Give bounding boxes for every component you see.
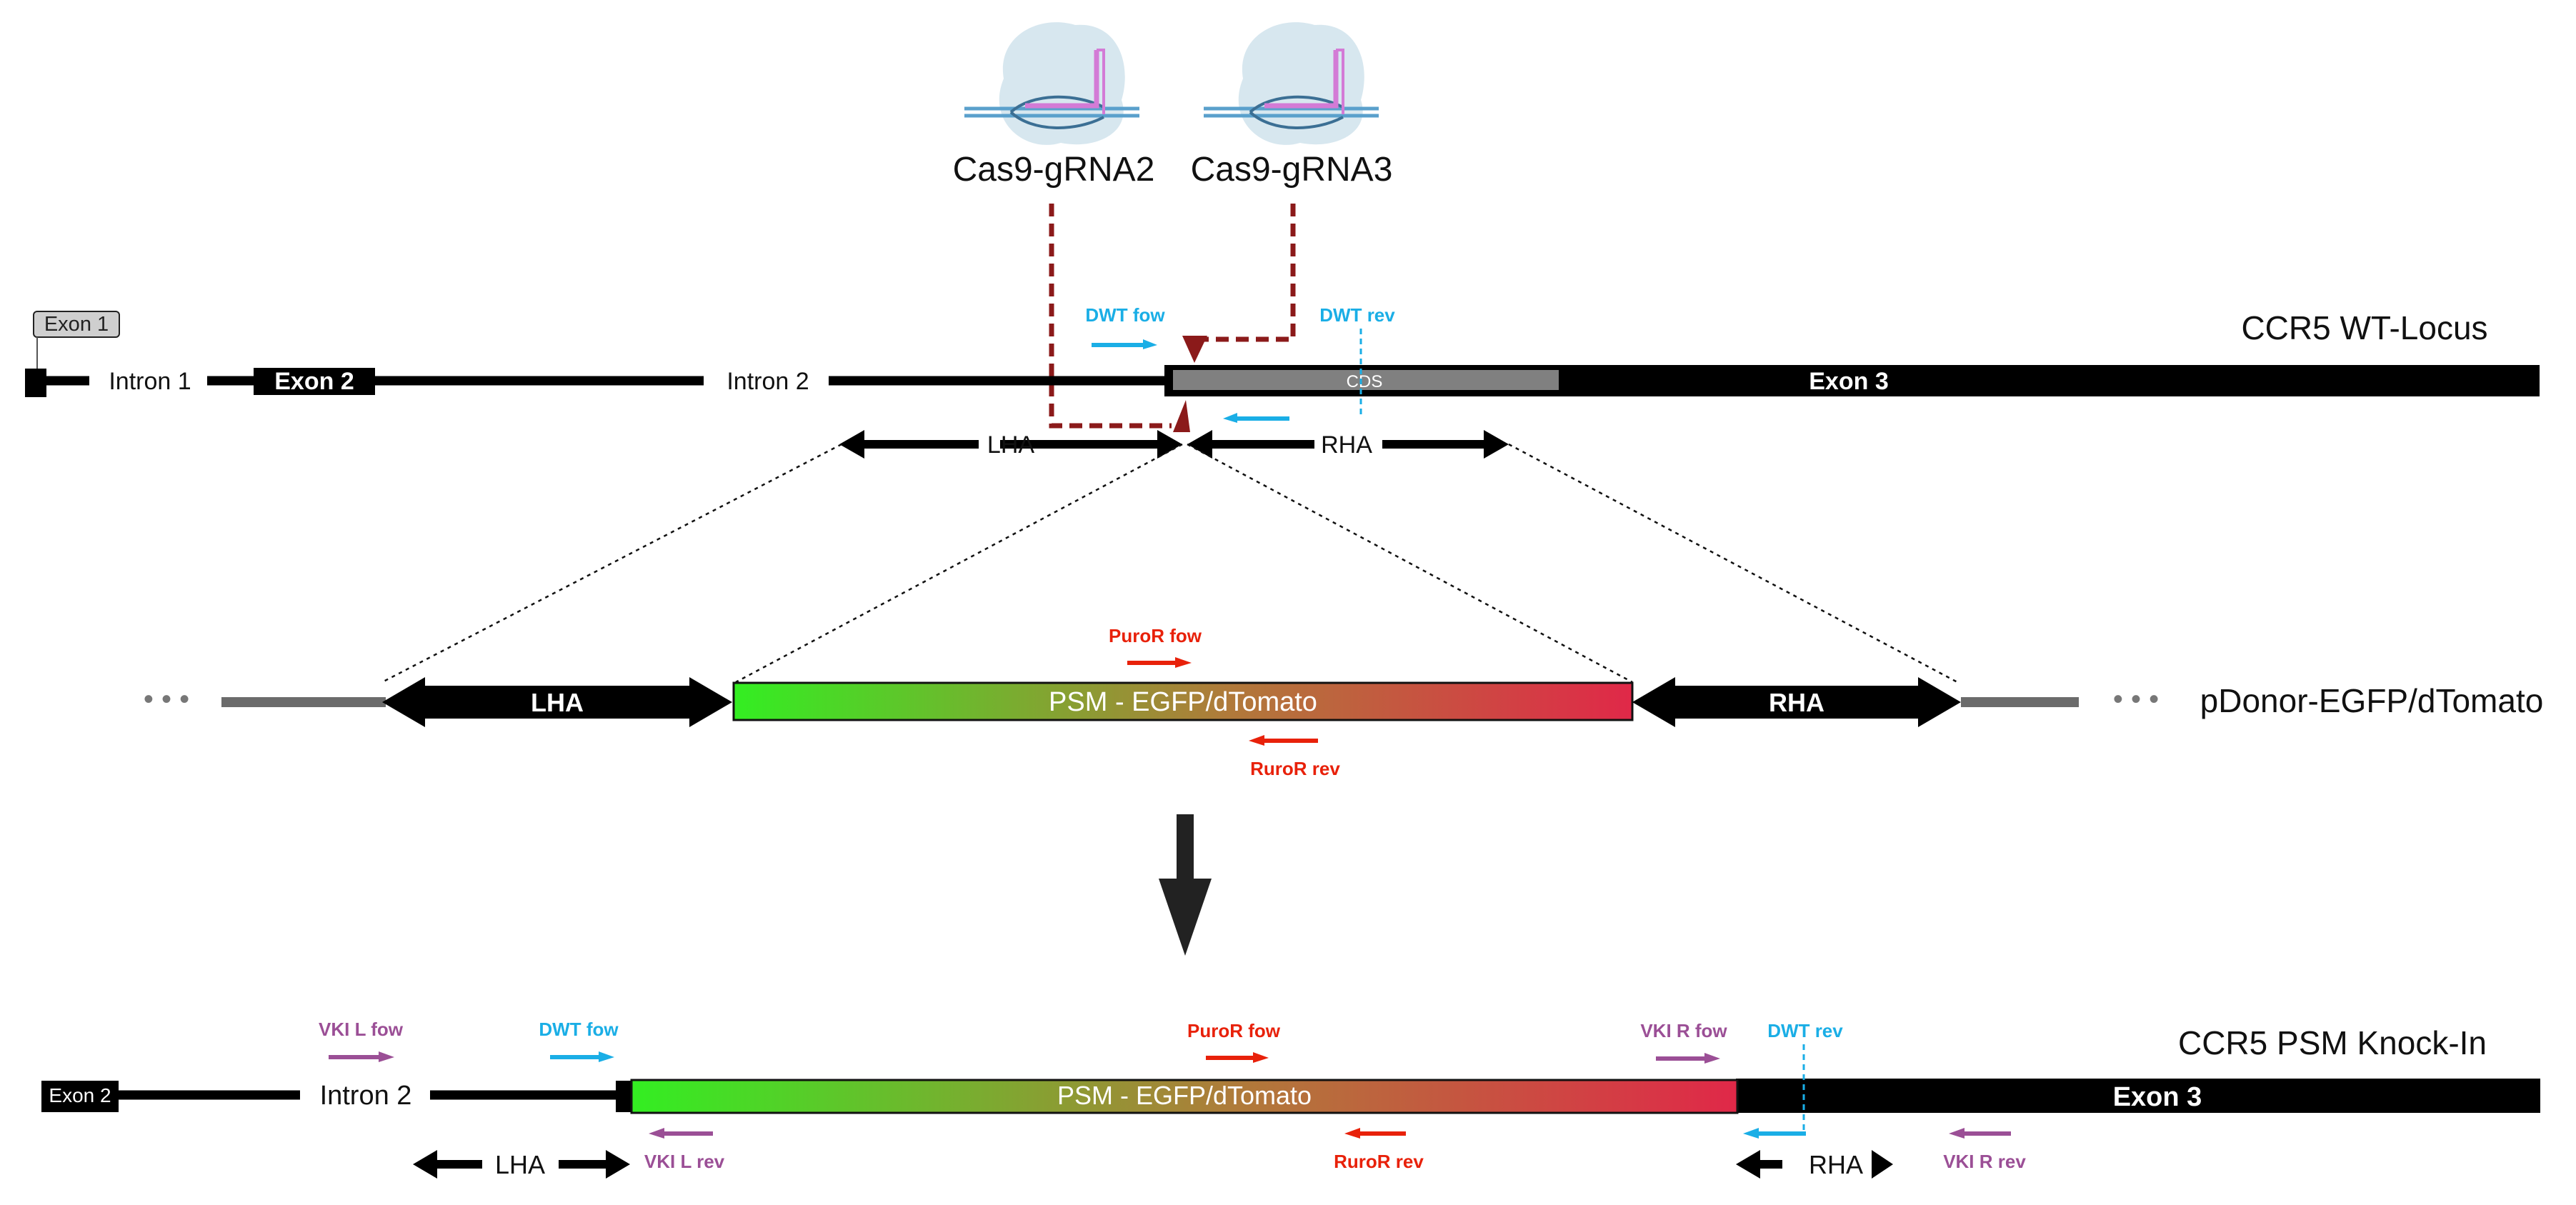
ki-vki-r-fow-arrow-icon <box>1656 1053 1720 1064</box>
cds-label: CDS <box>1347 372 1383 391</box>
cut-marker-bottom-icon <box>1173 400 1190 432</box>
donor-title: pDonor-EGFP/dTomato <box>2200 682 2544 719</box>
svg-text:Exon 1: Exon 1 <box>44 313 109 336</box>
wt-lha-arrow <box>839 430 1182 459</box>
ki-puro-fow-label: PuroR fow <box>1187 1020 1281 1041</box>
ki-dwt-rev-arrow-icon <box>1743 1128 1806 1139</box>
exon1-tag: Exon 1 <box>33 311 120 369</box>
donor-rha-label: RHA <box>1769 688 1824 717</box>
ki-lha-arrow <box>413 1150 630 1179</box>
knockin-exon3-label: Exon 3 <box>2113 1082 2202 1112</box>
wt-lha-label: LHA <box>987 431 1034 459</box>
ki-vki-l-fow-arrow-icon <box>329 1051 394 1062</box>
wt-dwt-fow-arrow-icon <box>1092 339 1157 349</box>
ki-vki-l-rev-arrow-icon <box>649 1128 713 1139</box>
exon2-label: Exon 2 <box>274 368 354 395</box>
ki-puro-rev-label: RuroR rev <box>1334 1151 1424 1172</box>
ki-rha-arrow <box>1736 1150 1893 1179</box>
donor-insert-label: PSM - EGFP/dTomato <box>1049 687 1317 717</box>
donor-puro-fow-label: PuroR fow <box>1109 625 1202 646</box>
wt-dwt-fow-label: DWT fow <box>1085 304 1165 326</box>
down-arrow-icon <box>1159 814 1212 956</box>
donor-ellipsis-left: • • • <box>144 684 189 715</box>
ki-dwt-rev-label: DWT rev <box>1767 1020 1843 1041</box>
wt-rha-arrow <box>1187 430 1509 459</box>
ki-dwt-fow-label: DWT fow <box>539 1019 619 1040</box>
wt-rha-label: RHA <box>1321 431 1372 459</box>
wt-locus-title: CCR5 WT-Locus <box>2241 309 2487 346</box>
cas9-gRNA3-icon <box>1204 22 1379 145</box>
ki-vki-r-rev-arrow-icon <box>1949 1128 2011 1139</box>
donor-puro-fow-arrow-icon <box>1127 657 1192 668</box>
ki-lha-label: LHA <box>495 1150 545 1179</box>
donor-puro-rev-arrow-icon <box>1249 735 1318 746</box>
ki-vki-r-fow-label: VKI R fow <box>1640 1020 1727 1041</box>
donor-lha-label: LHA <box>531 688 584 717</box>
ki-vki-l-rev-label: VKI L rev <box>644 1151 725 1172</box>
intron2-label: Intron 2 <box>727 368 809 395</box>
homology-projection-lines <box>381 443 1958 684</box>
cut-marker-top-icon <box>1182 336 1207 363</box>
ki-vki-l-fow-label: VKI L fow <box>319 1019 404 1040</box>
knockin-exon2-label: Exon 2 <box>49 1084 111 1106</box>
wt-dwt-rev-arrow-icon <box>1223 413 1289 423</box>
exon3-label: Exon 3 <box>1809 368 1888 395</box>
knockin-insert <box>630 1079 1739 1114</box>
cas9-gRNA2-icon <box>964 22 1139 145</box>
knockin-intron2-label: Intron 2 <box>320 1081 412 1111</box>
cas9-gRNA2-label: Cas9-gRNA2 <box>953 151 1155 189</box>
ki-vki-r-rev-label: VKI R rev <box>1943 1151 2026 1172</box>
cut-site-connector <box>1049 204 1296 429</box>
intron1-label: Intron 1 <box>109 368 191 395</box>
ki-puro-rev-arrow-icon <box>1344 1128 1406 1139</box>
ki-puro-fow-arrow-icon <box>1206 1052 1269 1063</box>
donor-ellipsis-right: • • • <box>2113 684 2159 715</box>
knockin-insert-label: PSM - EGFP/dTomato <box>1057 1081 1312 1110</box>
cas9-gRNA3-label: Cas9-gRNA3 <box>1191 151 1393 189</box>
wt-backbone <box>25 365 2540 397</box>
donor-puro-rev-label: RuroR rev <box>1250 758 1340 779</box>
donor-insert <box>732 681 1634 721</box>
knockin-backbone <box>41 1079 2540 1113</box>
ki-dwt-fow-arrow-icon <box>550 1051 614 1062</box>
donor-lha-arrow <box>382 677 732 727</box>
donor-rha-arrow <box>1632 677 1961 727</box>
wt-dwt-rev-label: DWT rev <box>1319 304 1395 326</box>
knockin-title: CCR5 PSM Knock-In <box>2178 1024 2487 1061</box>
ki-rha-label: RHA <box>1809 1150 1863 1179</box>
